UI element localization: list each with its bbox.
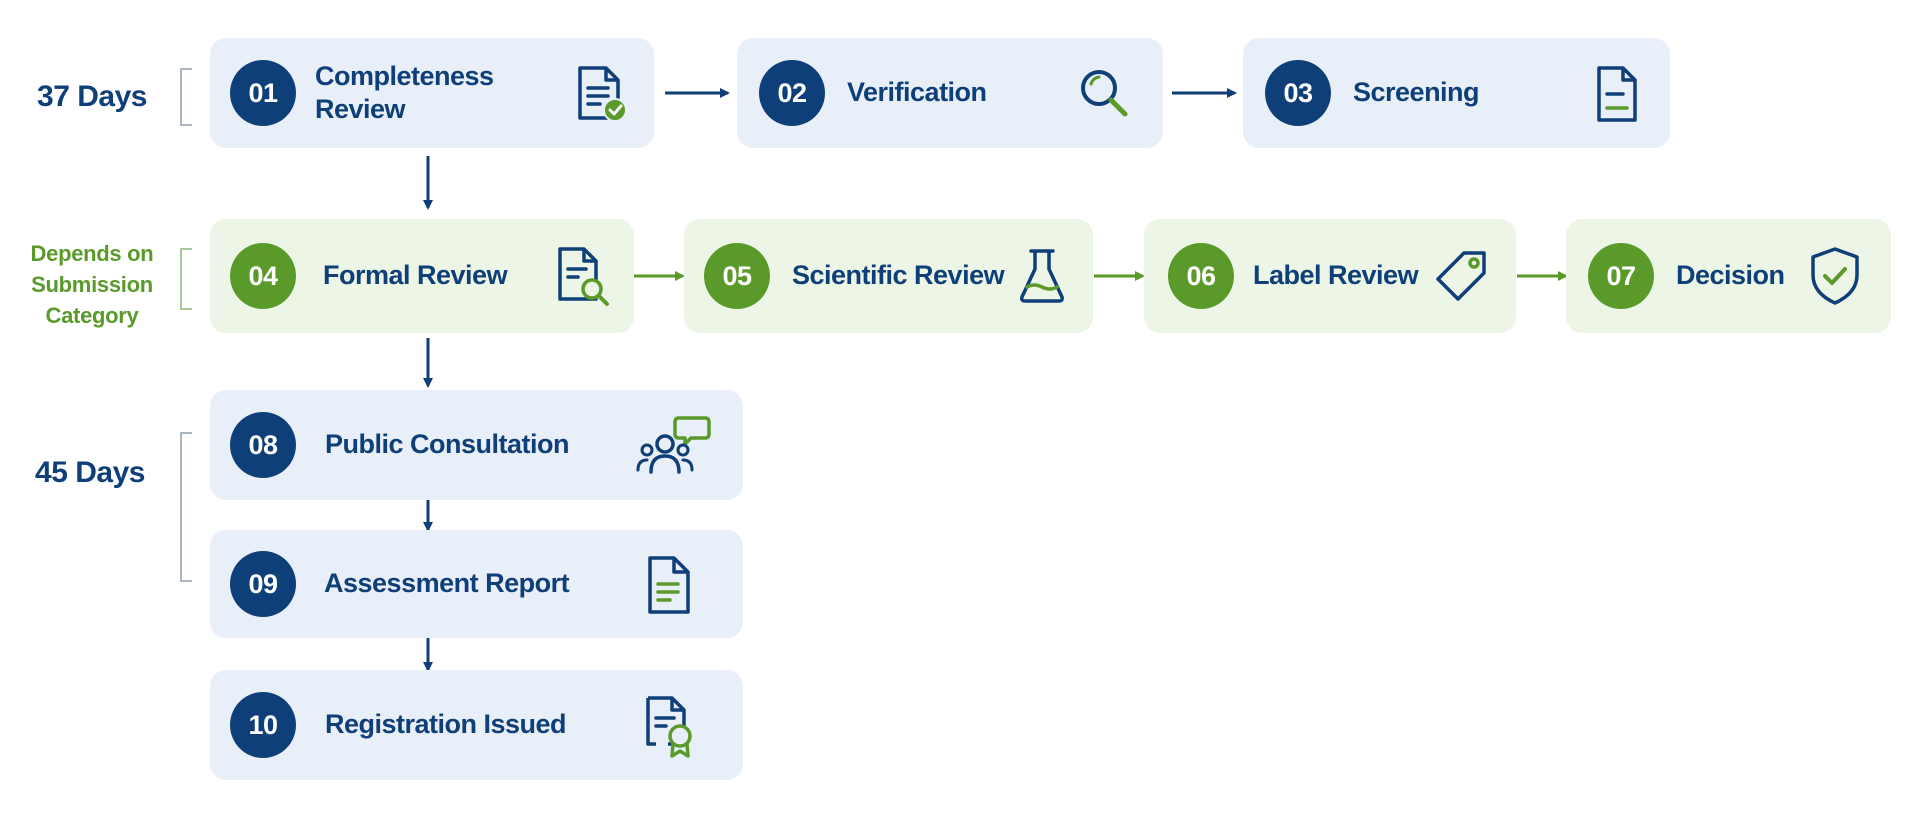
step-title: Registration Issued — [325, 709, 567, 739]
group-label-45-days: 45 Days — [35, 456, 145, 489]
step-number-badge: 01 — [230, 60, 296, 126]
step-number-badge: 10 — [230, 692, 296, 758]
step-card-03[interactable]: 03 Screening — [1243, 38, 1670, 148]
step-number-badge: 05 — [704, 243, 770, 309]
flask-icon — [1016, 247, 1068, 310]
tag-icon — [1434, 249, 1490, 310]
step-card-08[interactable]: 08 Public Consultation — [210, 390, 743, 500]
shield-check-icon — [1808, 245, 1862, 312]
step-title: Scientific Review — [792, 260, 1005, 290]
certificate-icon — [642, 694, 698, 765]
step-number-badge: 07 — [1588, 243, 1654, 309]
magnifier-icon — [1077, 66, 1133, 127]
step-title: Label Review — [1253, 260, 1419, 290]
document-search-icon — [554, 245, 614, 312]
step-card-06[interactable]: 06 Label Review — [1144, 219, 1516, 333]
people-chat-icon — [635, 412, 715, 483]
document-icon — [1593, 64, 1641, 129]
step-number-badge: 02 — [759, 60, 825, 126]
step-card-07[interactable]: 07 Decision — [1566, 219, 1891, 333]
step-card-05[interactable]: 05 Scientific Review — [684, 219, 1093, 333]
step-title: Public Consultation — [325, 429, 570, 459]
step-number-badge: 06 — [1168, 243, 1234, 309]
document-check-icon — [574, 64, 630, 129]
step-number-badge: 04 — [230, 243, 296, 309]
step-card-02[interactable]: 02 Verification — [737, 38, 1163, 148]
group-bracket-submission-category — [180, 248, 192, 310]
step-title: Decision — [1676, 260, 1785, 290]
step-card-01[interactable]: 01 Completeness Review — [210, 38, 654, 148]
step-card-10[interactable]: 10 Registration Issued — [210, 670, 743, 780]
step-title: Screening — [1353, 77, 1480, 107]
step-title: Formal Review — [323, 260, 508, 290]
step-title: Verification — [847, 77, 987, 107]
step-card-04[interactable]: 04 Formal Review — [210, 219, 634, 333]
step-title: Completeness Review — [315, 61, 494, 124]
group-label-37-days: 37 Days — [37, 80, 147, 113]
step-title: Assessment Report — [324, 568, 570, 598]
group-bracket-45-days — [180, 432, 192, 582]
step-number-badge: 08 — [230, 412, 296, 478]
report-icon — [644, 554, 694, 621]
group-bracket-37-days — [180, 68, 192, 126]
step-card-09[interactable]: 09 Assessment Report — [210, 530, 743, 638]
step-number-badge: 09 — [230, 551, 296, 617]
step-number-badge: 03 — [1265, 60, 1331, 126]
